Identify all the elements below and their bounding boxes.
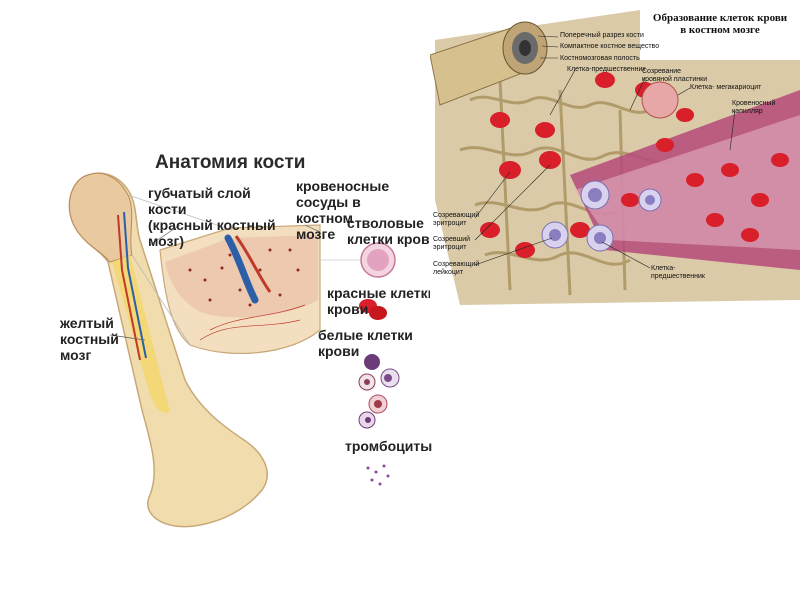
label-white-cells: белые клетки крови — [318, 327, 413, 359]
long-bone — [68, 172, 268, 528]
bone-anatomy-illustration — [68, 172, 400, 528]
platelets-graphic — [366, 464, 390, 486]
red-cells-graphic — [359, 299, 387, 320]
label-platelets: тромбоциты — [345, 438, 433, 454]
bone-cross-section — [430, 21, 548, 106]
label-maturing-leukocyte: Созревающий лейкоцит — [433, 261, 480, 276]
label-precursor-top: Клетка-предшественник — [567, 66, 646, 73]
white-cells-graphic — [358, 354, 400, 429]
right-panel-title: Образование клеток крови в костном мозге — [652, 12, 788, 36]
erythrocytes — [480, 72, 789, 258]
diagram-title: Анатомия кости — [155, 152, 306, 173]
label-marrow-cavity: Костномозговая полость — [560, 55, 640, 62]
label-stem-cells: стволовые клетки крови — [347, 215, 439, 247]
label-maturing-erythrocyte: Созревающий эритроцит — [433, 212, 480, 227]
label-platelet-maturation: Созревание кровяной пластинки — [642, 68, 708, 83]
label-megakaryocyte: Клетка- мегакариоцит — [690, 84, 762, 91]
label-blood-vessels: кровеносные сосуды в костном мозге — [296, 178, 390, 242]
label-yellow-marrow: желтый костный мозг — [60, 315, 119, 363]
label-red-cells: красные клетки крови — [327, 285, 437, 317]
marrow-formation-illustration — [430, 0, 800, 310]
label-spongy-bone: губчатый слой кости (красный костный моз… — [148, 185, 276, 249]
label-cross-section: Поперечный разрез кости — [560, 32, 644, 39]
label-mature-erythrocyte: Созревший эритроцит — [433, 236, 471, 251]
magnified-section — [127, 194, 321, 354]
megakaryocyte — [641, 81, 679, 119]
label-capillary: Кровеносный капилляр — [732, 100, 776, 115]
label-precursor-bottom: Клетка- предшественник — [651, 265, 705, 280]
label-compact-bone: Компактное костное вещество — [560, 43, 660, 50]
stem-cell-graphic — [320, 242, 396, 278]
callout-lines — [474, 35, 736, 269]
